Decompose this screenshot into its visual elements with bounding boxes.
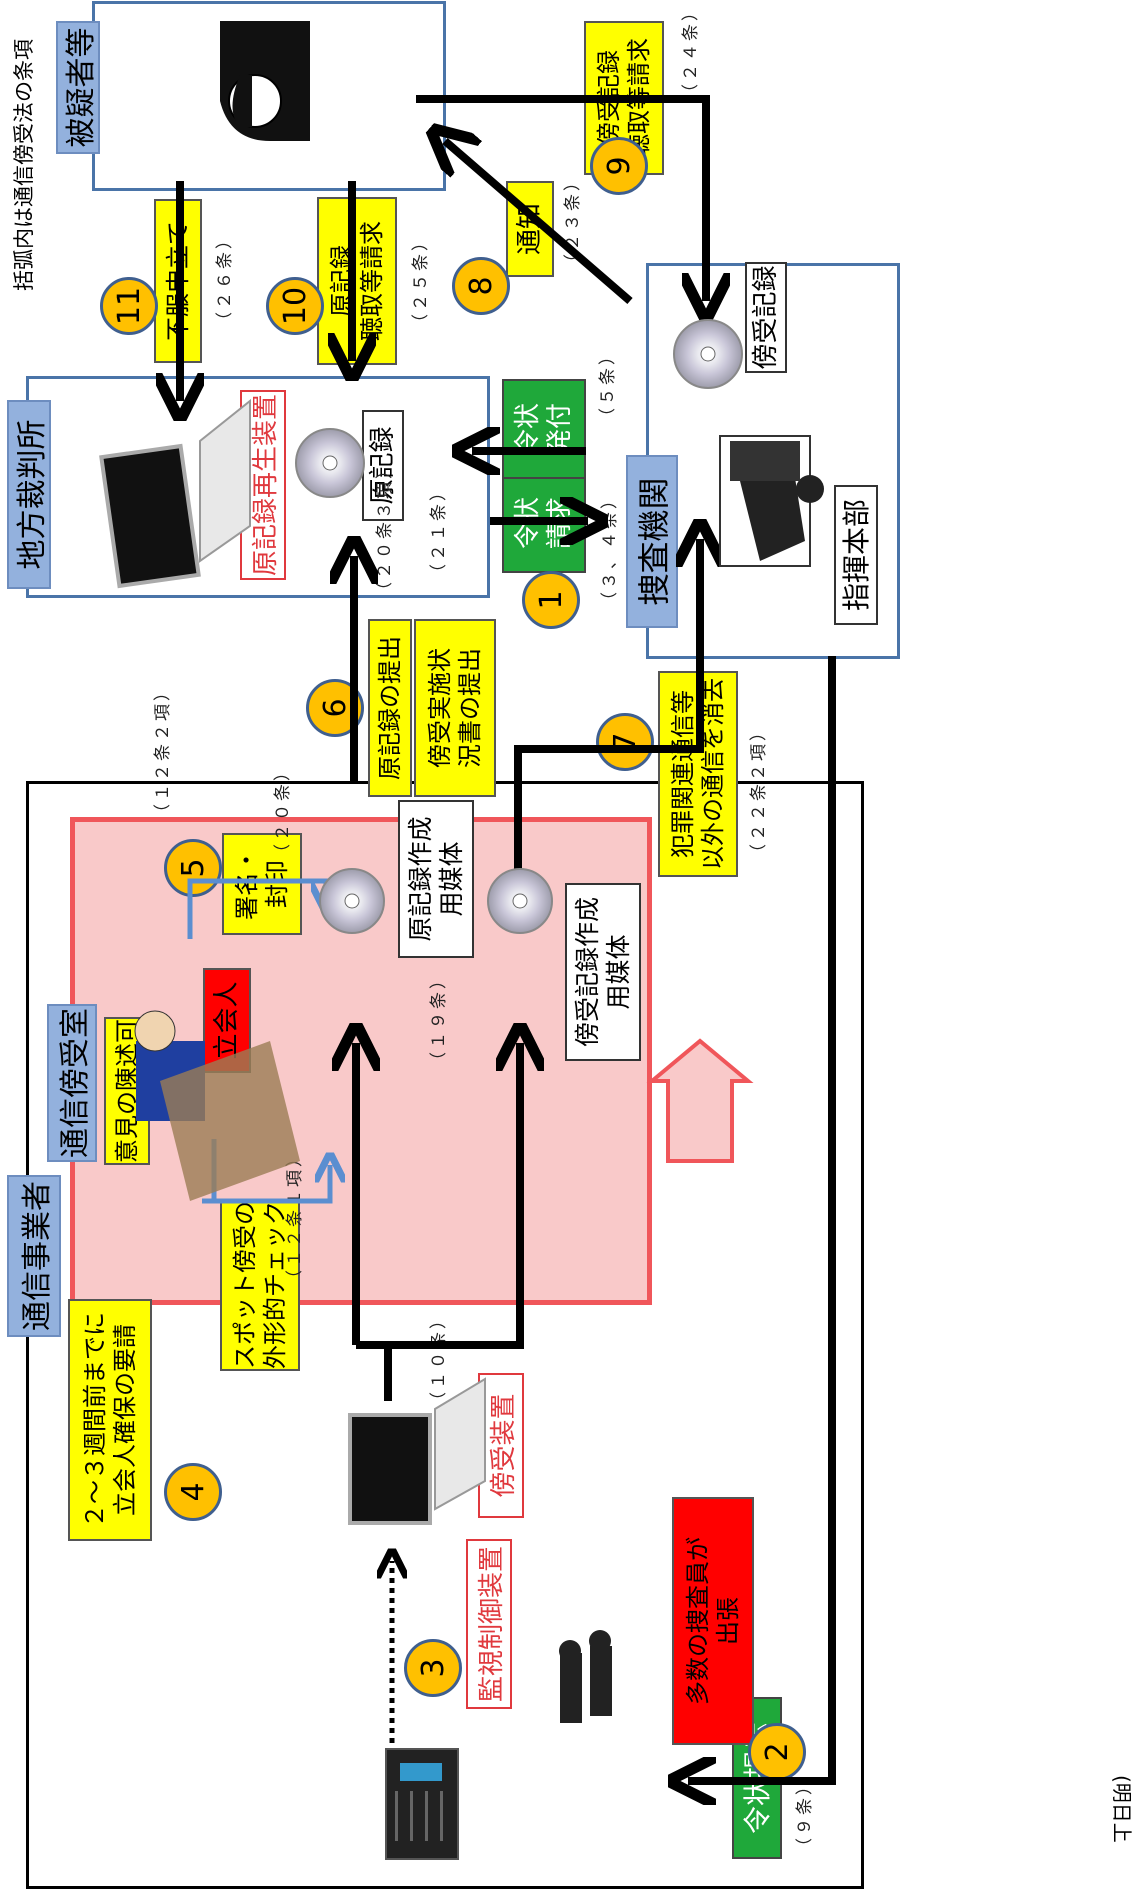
arrow-to-intercept-media: [356, 1043, 520, 1349]
intercept-laptop-icon: [348, 1377, 486, 1525]
arrow-warrant-present: [688, 656, 836, 1781]
investigators-icon: [559, 1630, 612, 1723]
arrow-notify: [445, 141, 633, 305]
disc-icons: [295, 319, 743, 934]
footnote: (明日上: [1110, 1775, 1134, 1843]
suspect-person-icon: [220, 21, 310, 141]
arrow-erase-to-police: [514, 539, 700, 889]
court-laptop-icon: [99, 398, 251, 589]
server-icon: [385, 1748, 459, 1860]
witness-person-icon: [134, 1010, 300, 1201]
arrow-record-request: [416, 95, 706, 301]
command-hq-icon: [719, 435, 824, 567]
big-pink-arrow: [646, 1038, 754, 1163]
